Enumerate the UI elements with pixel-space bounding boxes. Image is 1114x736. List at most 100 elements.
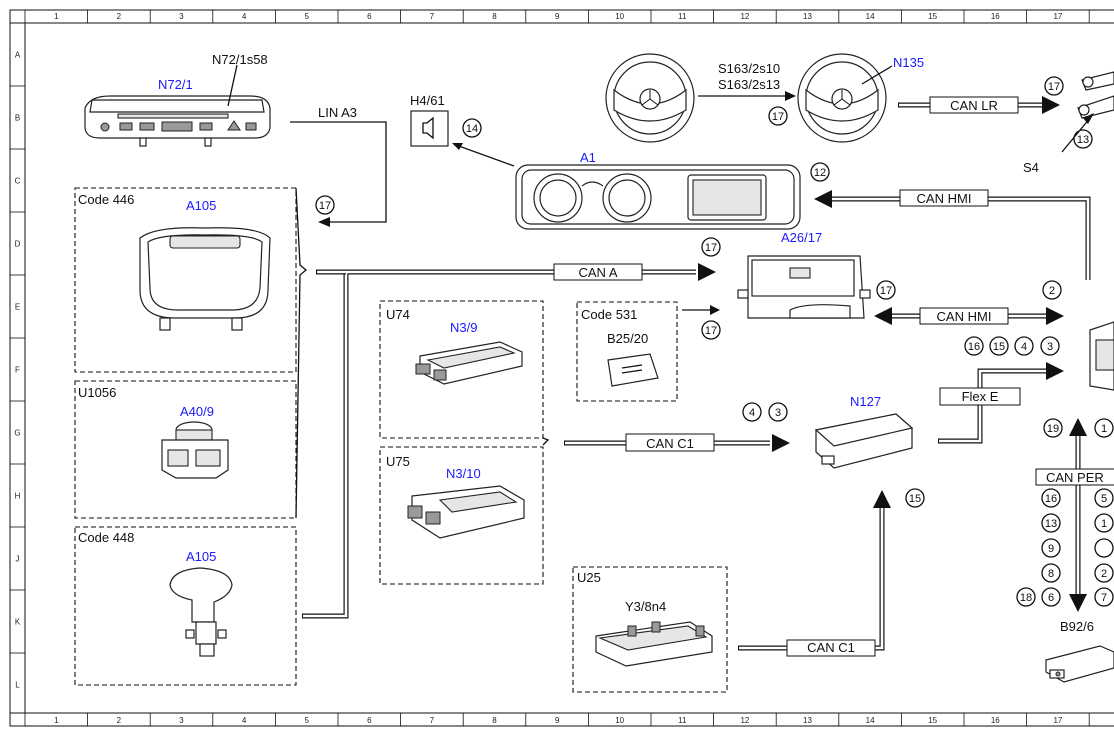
a1-arrowhead bbox=[452, 143, 463, 150]
u74-label: U74 bbox=[386, 307, 410, 322]
b92-6-label: B92/6 bbox=[1060, 619, 1094, 634]
a105-top-unit[interactable] bbox=[139, 227, 271, 331]
steering-wheel-s163[interactable] bbox=[605, 53, 695, 143]
column-label-16: 16 bbox=[991, 716, 1000, 725]
callout-17-top-right: 17 bbox=[1048, 81, 1060, 93]
y3-8n4-label: Y3/8n4 bbox=[625, 599, 666, 614]
can-c1-mid-label: CAN C1 bbox=[646, 436, 694, 451]
column-label-14: 14 bbox=[866, 12, 875, 21]
n72-1-control-panel[interactable] bbox=[84, 64, 271, 147]
callout-3-can-c1: 3 bbox=[775, 407, 781, 419]
h4-61-speaker-icon[interactable] bbox=[410, 110, 449, 147]
code-446-label: Code 446 bbox=[78, 192, 134, 207]
column-ruler-top: 123456789101112131415161718 bbox=[24, 10, 1090, 23]
right-edge-unit[interactable] bbox=[1089, 321, 1114, 391]
column-label-9: 9 bbox=[555, 12, 560, 21]
n3-10-ecu[interactable] bbox=[407, 485, 525, 539]
lin-a3-label: LIN A3 bbox=[318, 105, 357, 120]
a1-instrument-cluster[interactable] bbox=[515, 164, 801, 230]
column-label-13: 13 bbox=[803, 12, 812, 21]
callout-17-can-a: 17 bbox=[705, 242, 717, 254]
code-531-label: Code 531 bbox=[581, 307, 637, 322]
callout-16-per: 16 bbox=[1045, 493, 1057, 505]
can-a-label: CAN A bbox=[578, 265, 617, 280]
column-label-3: 3 bbox=[179, 716, 184, 725]
callout-6-per: 6 bbox=[1048, 592, 1054, 604]
callout-5-per: 5 bbox=[1101, 493, 1107, 505]
column-label-11: 11 bbox=[678, 12, 687, 21]
steering-wheel-n135[interactable] bbox=[797, 53, 893, 143]
callout-14: 14 bbox=[466, 123, 478, 135]
flex-e-line bbox=[938, 362, 1064, 444]
row-label-C: C bbox=[15, 177, 21, 186]
callout-12-bubble bbox=[810, 162, 830, 182]
row-label-E: E bbox=[15, 303, 20, 312]
column-label-7: 7 bbox=[430, 12, 435, 21]
code-446-group bbox=[74, 187, 308, 686]
column-label-5: 5 bbox=[304, 12, 309, 21]
column-label-1: 1 bbox=[54, 716, 59, 725]
column-label-16: 16 bbox=[991, 12, 1000, 21]
callout-17-code531: 17 bbox=[705, 325, 717, 337]
column-ruler-bottom: 123456789101112131415161718 bbox=[24, 713, 1090, 726]
row-label-K: K bbox=[15, 618, 21, 627]
callout-1-per: 1 bbox=[1101, 518, 1107, 530]
callout-1-g: 1 bbox=[1101, 423, 1107, 435]
can-a-line bbox=[302, 263, 716, 619]
column-label-11: 11 bbox=[678, 716, 687, 725]
a40-9-controller[interactable] bbox=[161, 421, 229, 479]
b25-20-sensor[interactable] bbox=[607, 353, 659, 387]
column-label-17: 17 bbox=[1053, 12, 1062, 21]
flex-e-label: Flex E bbox=[962, 389, 999, 404]
can-per-label: CAN PER bbox=[1046, 470, 1104, 485]
column-label-1: 1 bbox=[54, 12, 59, 21]
flex-e-callouts bbox=[964, 336, 1060, 356]
callout-13-per: 13 bbox=[1045, 518, 1057, 530]
callout-2: 2 bbox=[1049, 285, 1055, 297]
callout-13: 13 bbox=[1077, 134, 1089, 146]
can-lr-label: CAN LR bbox=[950, 98, 998, 113]
row-label-G: G bbox=[14, 429, 20, 438]
u25-group bbox=[572, 566, 728, 693]
callout-7-per: 7 bbox=[1101, 592, 1107, 604]
n3-10-label: N3/10 bbox=[446, 466, 481, 481]
column-label-13: 13 bbox=[803, 716, 812, 725]
a105-bottom-label: A105 bbox=[186, 549, 216, 564]
b25-20-label: B25/20 bbox=[607, 331, 648, 346]
a105-top-label: A105 bbox=[186, 198, 216, 213]
can-c1-bottom-line bbox=[738, 490, 891, 657]
s4-stalk-switch[interactable] bbox=[1077, 71, 1114, 119]
callout-9-per: 9 bbox=[1048, 543, 1054, 555]
can-hmi-top-label: CAN HMI bbox=[917, 191, 972, 206]
callout-8-per: 8 bbox=[1048, 568, 1054, 580]
b92-6-sensor[interactable] bbox=[1045, 645, 1114, 683]
n72-1-label: N72/1 bbox=[158, 77, 193, 92]
lin-a3-line bbox=[290, 121, 387, 227]
callout-2-per: 2 bbox=[1101, 568, 1107, 580]
callout-17-lin: 17 bbox=[319, 200, 331, 212]
a105-gear-selector[interactable] bbox=[169, 567, 233, 657]
callout-4-can-c1: 4 bbox=[749, 407, 755, 419]
n127-module[interactable] bbox=[814, 413, 914, 469]
u1056-label: U1056 bbox=[78, 385, 116, 400]
column-label-6: 6 bbox=[367, 716, 372, 725]
a26-17-unit[interactable] bbox=[737, 255, 871, 319]
column-label-5: 5 bbox=[304, 716, 309, 725]
column-label-9: 9 bbox=[555, 716, 560, 725]
n72-1s58-label: N72/1s58 bbox=[212, 52, 268, 67]
column-label-14: 14 bbox=[866, 716, 875, 725]
n3-9-ecu[interactable] bbox=[415, 341, 523, 385]
column-label-8: 8 bbox=[492, 716, 497, 725]
code-448-label: Code 448 bbox=[78, 530, 134, 545]
y3-8n4-valve-body[interactable] bbox=[595, 621, 713, 667]
callout-12: 12 bbox=[814, 167, 826, 179]
column-label-6: 6 bbox=[367, 12, 372, 21]
column-label-15: 15 bbox=[928, 716, 937, 725]
column-label-2: 2 bbox=[117, 716, 122, 725]
s163-2s10-label: S163/2s10 bbox=[718, 61, 780, 76]
callout-19: 19 bbox=[1047, 423, 1059, 435]
can-c1-mid-line bbox=[564, 433, 790, 452]
can-hmi-mid-label: CAN HMI bbox=[937, 309, 992, 324]
